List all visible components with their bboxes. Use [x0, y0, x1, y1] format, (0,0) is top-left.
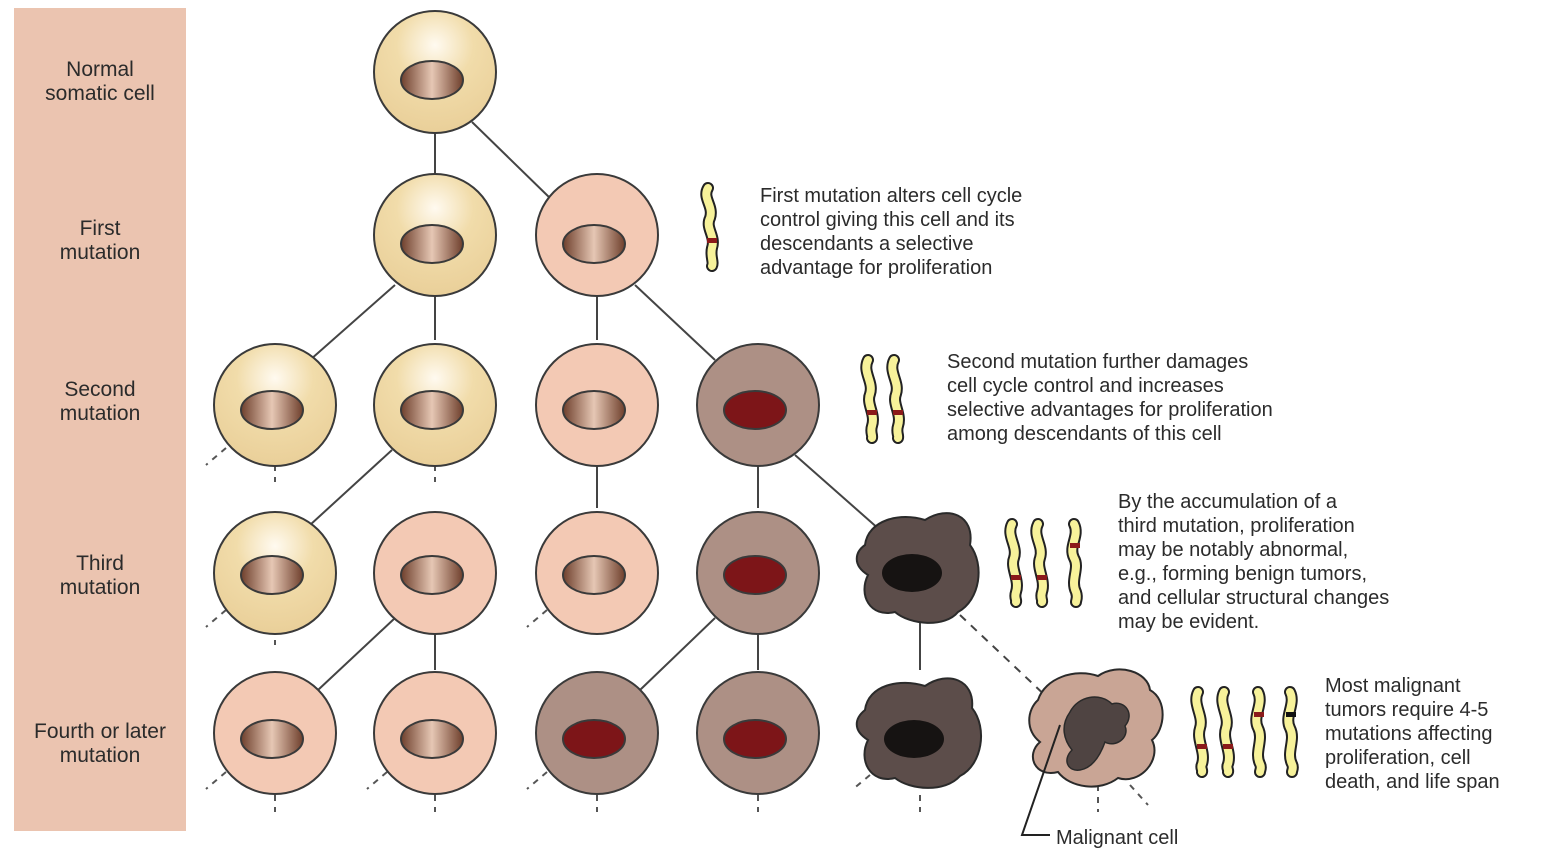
- caption-fourth-mutation: Most malignant tumors require 4-5 mutati…: [1325, 674, 1500, 794]
- cell-second-mutation-gen3: [697, 512, 819, 634]
- cell-first-mutation-gen3-b: [536, 512, 658, 634]
- malignant-cell-label: Malignant cell: [1056, 826, 1178, 850]
- continuation-ticks: [206, 448, 1148, 812]
- chromosome-group-fourth: [1196, 692, 1296, 772]
- cell-first-mutation-gen3-a: [374, 512, 496, 634]
- chromosome-group-third: [1010, 524, 1080, 602]
- malignant-cell: [1029, 669, 1162, 786]
- cell-normal-gen3: [214, 512, 336, 634]
- chromosome-group-first: [706, 188, 717, 266]
- cell-first-mutation-gen4-a: [214, 672, 336, 794]
- cell-normal-gen2-a: [214, 344, 336, 466]
- cell-first-mutation: [536, 174, 658, 296]
- caption-second-mutation: Second mutation further damages cell cyc…: [947, 350, 1273, 446]
- dashed-connectors: [960, 615, 1050, 700]
- cell-second-mutation-gen4-a: [536, 672, 658, 794]
- cell-first-mutation-gen4-b: [374, 672, 496, 794]
- cell-second-mutation: [697, 344, 819, 466]
- caption-first-mutation: First mutation alters cell cycle control…: [760, 184, 1022, 280]
- cell-normal-origin: [374, 11, 496, 133]
- cell-first-mutation-gen2: [536, 344, 658, 466]
- cell-third-mutation-irregular: [857, 513, 979, 623]
- cell-second-mutation-gen4-b: [697, 672, 819, 794]
- cell-third-mutation-gen4: [857, 678, 981, 788]
- cell-normal-gen2-b: [374, 344, 496, 466]
- caption-third-mutation: By the accumulation of a third mutation,…: [1118, 490, 1389, 634]
- cell-normal-gen1: [374, 174, 496, 296]
- chromosome-group-second: [866, 360, 903, 438]
